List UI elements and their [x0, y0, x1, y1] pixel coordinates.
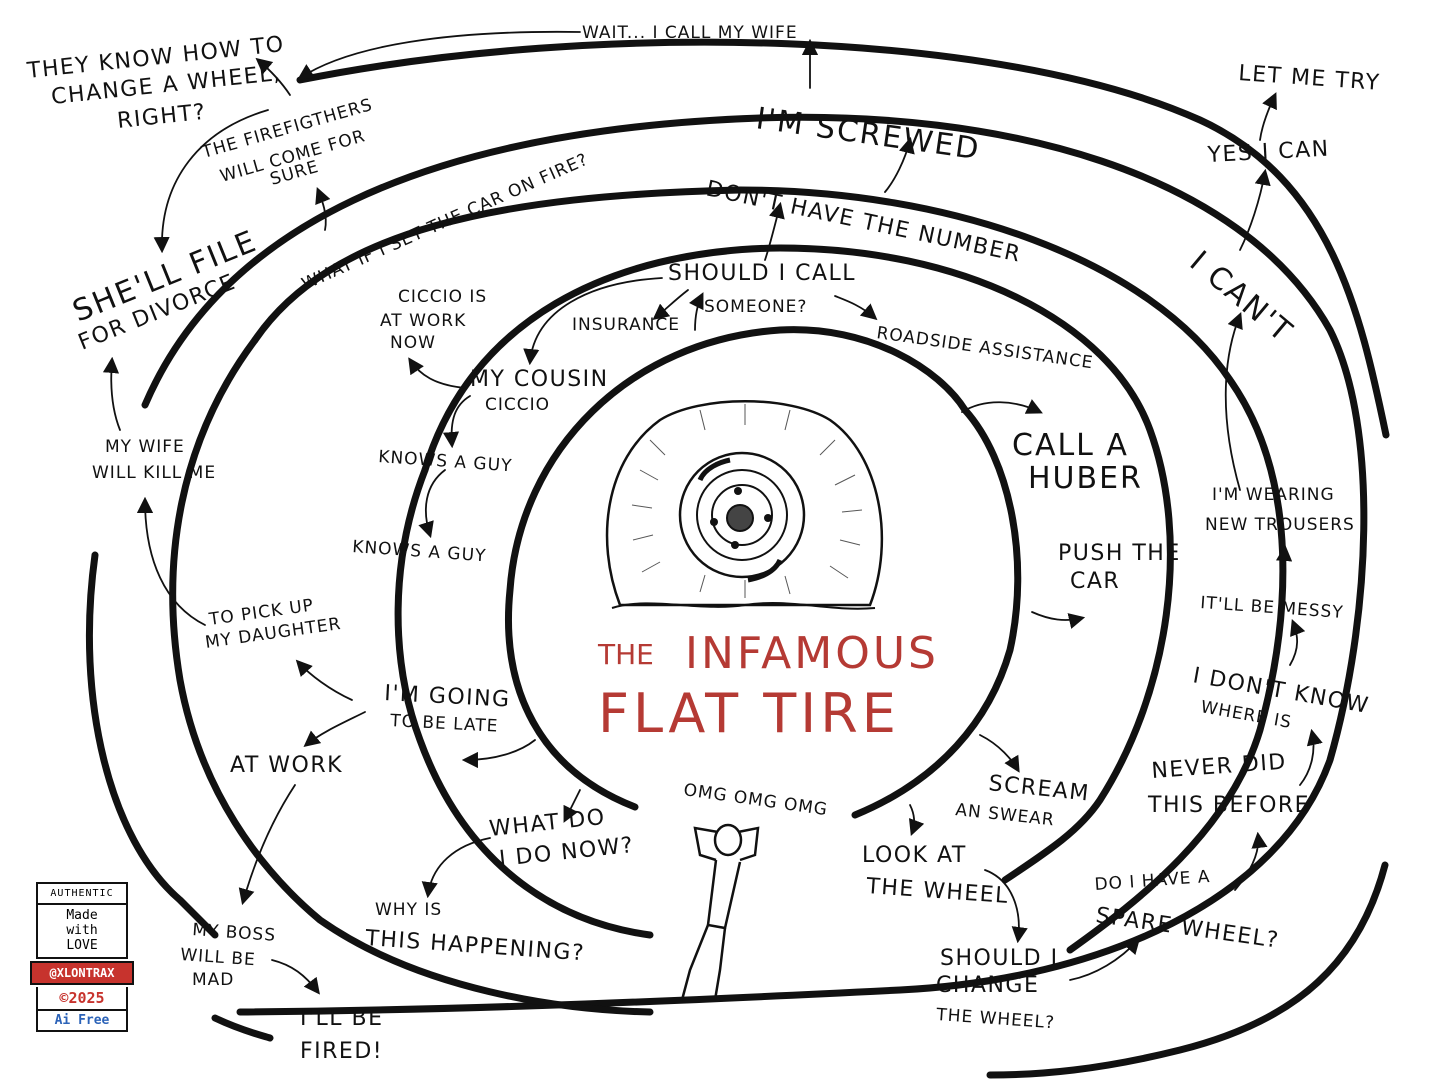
title-infamous: INFAMOUS [685, 628, 939, 679]
label-insurance: INSURANCE [572, 315, 680, 335]
label-look-wheel-1: LOOK AT [862, 843, 967, 868]
spiral-ring-inner [394, 466, 654, 939]
spiral-ring-right-lower [986, 861, 1389, 1079]
title-flat-tire: FLAT TIRE [598, 682, 900, 745]
label-should-change-1: SHOULD I [940, 946, 1059, 971]
spiral-ring-middle-left [169, 336, 654, 1016]
label-at-work: AT WORK [230, 753, 343, 778]
label-let-me-try: LET ME TRY [1238, 61, 1382, 96]
label-wife-kill-2: WILL KILL ME [92, 463, 216, 483]
label-push-car-1: PUSH THE [1058, 541, 1181, 566]
label-cousin-2: CICCIO [485, 395, 550, 415]
label-fired-2: FIRED! [300, 1039, 383, 1064]
badge-year: ©2025 [36, 987, 128, 1011]
label-cousin-1: MY COUSIN [470, 367, 609, 392]
badge-line3: LOVE [66, 938, 98, 953]
badge-free: Ai Free [36, 1011, 128, 1032]
spiral-ring-left-lower [85, 551, 219, 939]
label-ciccio-work-2: AT WORK [380, 311, 466, 331]
spiral-ring-inner-top [421, 244, 1174, 884]
label-push-car-2: CAR [1070, 569, 1120, 594]
label-never-did-1: NEVER DID [1151, 750, 1288, 784]
label-omg: OMG OMG OMG [682, 780, 829, 820]
spiral-ring-outer [296, 38, 1390, 439]
spiral-ring-core-right [851, 406, 1022, 819]
spiral-ring-middle [251, 186, 1287, 954]
stick-figure [680, 823, 760, 1001]
label-should-call-1: SHOULD I CALL [668, 261, 856, 286]
spiral-ring-core [505, 326, 969, 811]
label-going-late-1: I'M GOING [384, 681, 512, 713]
label-should-change-2: CHANGE [936, 973, 1039, 998]
authentic-badge: AUTHENTIC Made with LOVE @XLONTRAX ©2025… [30, 882, 134, 1032]
badge-handle: @XLONTRAX [30, 961, 134, 985]
label-boss-1: MY BOSS [192, 920, 277, 946]
label-never-did-2: THIS BEFORE [1147, 793, 1310, 818]
label-roadside: ROADSIDE ASSISTANCE [875, 323, 1094, 373]
label-going-late-2: TO BE LATE [389, 711, 499, 737]
label-wait-call-wife: WAIT... I CALL MY WIFE [582, 23, 798, 43]
label-should-change-3: THE WHEEL? [935, 1005, 1056, 1033]
label-what-do-1: WHAT DO [488, 805, 607, 842]
label-yes-i-can: YES I CAN [1206, 137, 1330, 168]
label-knows-guy-1: KNOWS A GUY [378, 447, 513, 476]
label-ciccio-work-1: CICCIO IS [398, 287, 487, 307]
spiral-ring-outer-left [141, 113, 1368, 1016]
title-the: THE [597, 638, 654, 671]
label-wearing-1: I'M WEARING [1212, 485, 1335, 505]
badge-line1: Made [66, 908, 98, 923]
label-fired-1: I'LL BE [300, 1006, 384, 1031]
label-call-huber-2: HUBER [1028, 461, 1143, 496]
badge-top: AUTHENTIC Made with LOVE [36, 882, 128, 959]
label-should-call-2: SOMEONE? [704, 297, 807, 317]
badge-head: AUTHENTIC [38, 886, 126, 905]
label-they-know-3: RIGHT? [116, 100, 208, 134]
label-i-cant: I CAN'T [1183, 244, 1300, 350]
spiral-ring-bottom-left [211, 1014, 274, 1042]
label-im-screwed: I'M SCREWED [754, 101, 983, 167]
label-wearing-2: NEW TROUSERS [1205, 515, 1355, 535]
label-ciccio-work-3: NOW [390, 333, 436, 353]
label-scream-1: SCREAM [987, 771, 1091, 806]
label-knows-guy-2: KNOWS A GUY [352, 537, 487, 566]
arrows [102, 30, 1323, 995]
label-call-huber-1: CALL A [1012, 428, 1129, 463]
label-scream-2: AN SWEAR [954, 800, 1055, 830]
label-messy: IT'LL BE MESSY [1200, 593, 1345, 623]
label-set-car-fire: WHAT IF I SET THE CAR ON FIRE? [299, 150, 592, 295]
label-boss-3: MAD [192, 970, 234, 990]
flat-tire-illustration [605, 400, 884, 610]
label-wife-kill-1: MY WIFE [105, 437, 185, 457]
label-look-wheel-2: THE WHEEL [865, 874, 1010, 909]
label-spare-1: DO I HAVE A [1094, 867, 1211, 895]
badge-line2: with [66, 923, 98, 938]
label-boss-2: WILL BE [180, 945, 257, 970]
label-why-this-1: WHY IS [375, 900, 442, 920]
